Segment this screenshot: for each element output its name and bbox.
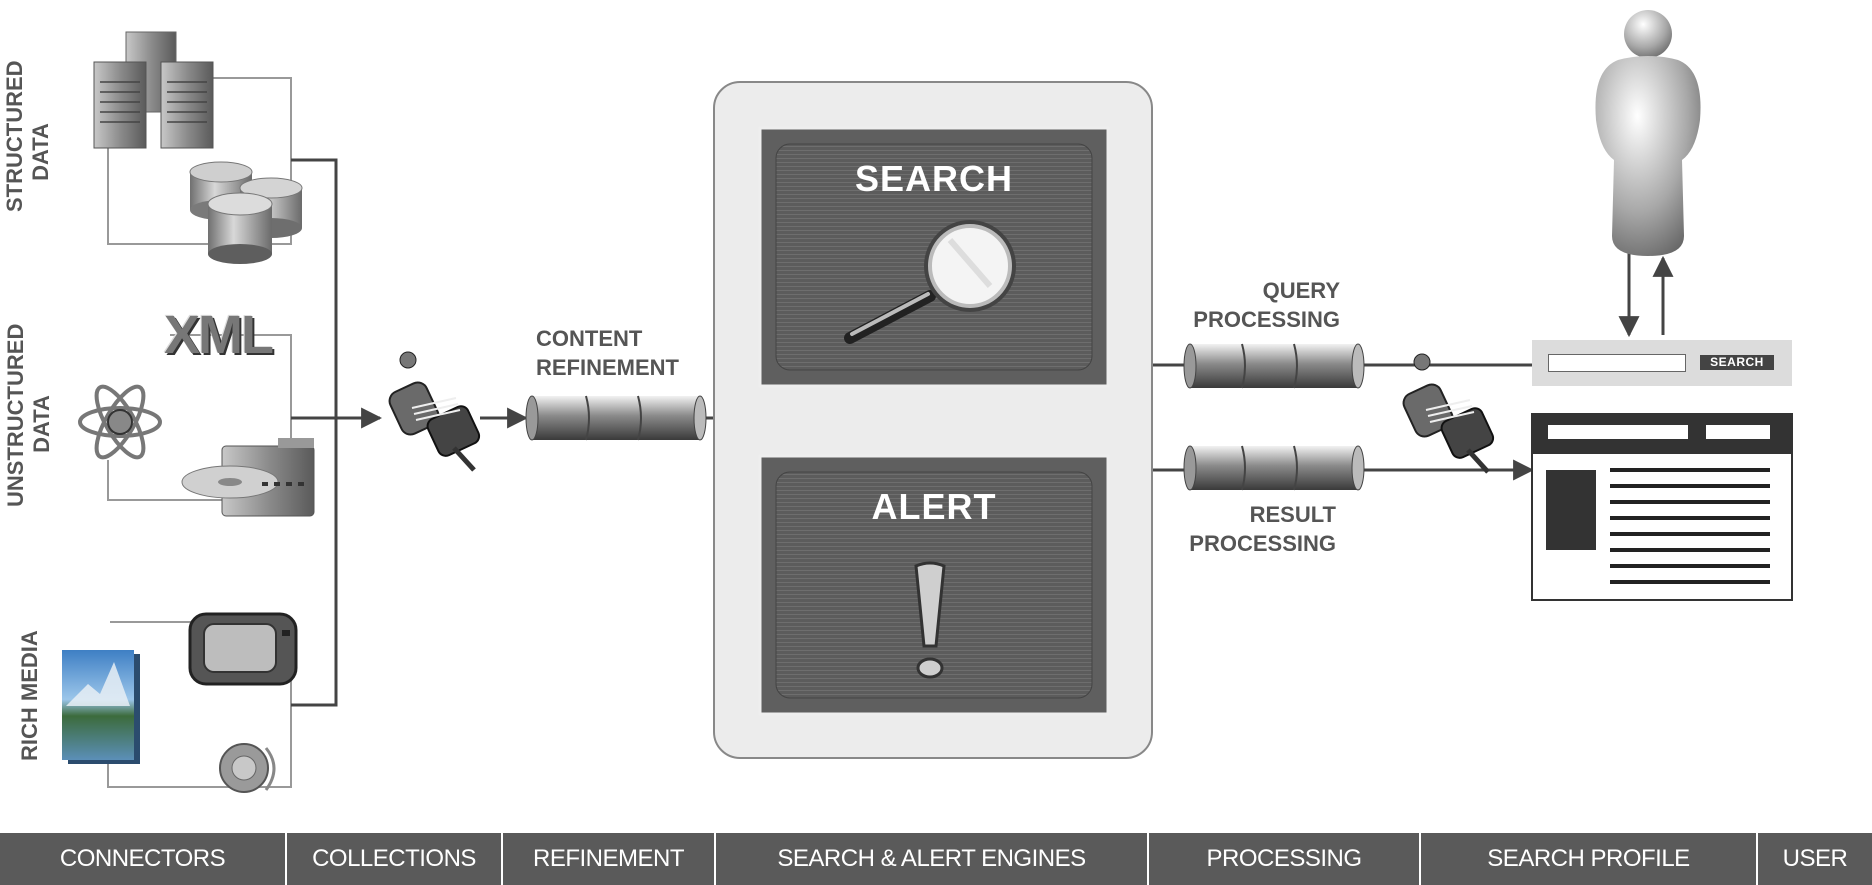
server-icon (93, 31, 214, 149)
search-button[interactable]: SEARCH (1700, 355, 1774, 370)
query-processing-line1: QUERY (1262, 278, 1340, 303)
search-title: SEARCH (854, 158, 1013, 199)
processing-robot-icon (1402, 353, 1495, 474)
result-processing-label: RESULT PROCESSING (1156, 500, 1336, 558)
query-processing-label: QUERY PROCESSING (1160, 276, 1340, 334)
unstructured-data-label: UNSTRUCTURED DATA (3, 323, 54, 507)
tab-refinement: REFINEMENT (503, 833, 716, 885)
speaker-icon (219, 743, 276, 793)
alert-title: ALERT (871, 486, 997, 527)
tab-search-profile: SEARCH PROFILE (1421, 833, 1758, 885)
photo-icon (62, 650, 140, 764)
tab-user: USER (1758, 833, 1872, 885)
tv-icon (188, 612, 298, 686)
atom-icon (78, 384, 162, 460)
user-person-icon (1595, 10, 1701, 256)
query-processing-line2: PROCESSING (1193, 307, 1340, 332)
refinement-pipe-icon (525, 395, 707, 441)
result-page (1531, 413, 1793, 601)
content-refinement-label: CONTENT REFINEMENT (536, 324, 679, 382)
database-icon (189, 161, 303, 264)
result-processing-line2: PROCESSING (1189, 531, 1336, 556)
result-pipe-icon (1183, 445, 1365, 491)
content-refinement-line2: REFINEMENT (536, 355, 679, 380)
rich-media-label: RICH MEDIA (17, 630, 42, 761)
magnifier-icon (844, 220, 1016, 344)
connector-robot-icon (388, 351, 481, 472)
tab-search-alert-engines: SEARCH & ALERT ENGINES (716, 833, 1149, 885)
stage-bar: CONNECTORS COLLECTIONS REFINEMENT SEARCH… (0, 833, 1872, 885)
result-processing-line1: RESULT (1249, 502, 1336, 527)
media-folder-icon (181, 438, 315, 517)
tab-collections: COLLECTIONS (287, 833, 503, 885)
tab-processing: PROCESSING (1149, 833, 1421, 885)
query-pipe-icon (1183, 343, 1365, 389)
exclamation-icon (914, 561, 946, 679)
structured-data-label: STRUCTURED DATA (2, 60, 53, 212)
content-refinement-line1: CONTENT (536, 326, 643, 351)
tab-connectors: CONNECTORS (0, 833, 287, 885)
search-input[interactable] (1548, 354, 1686, 372)
xml-logo: XML (164, 305, 274, 365)
